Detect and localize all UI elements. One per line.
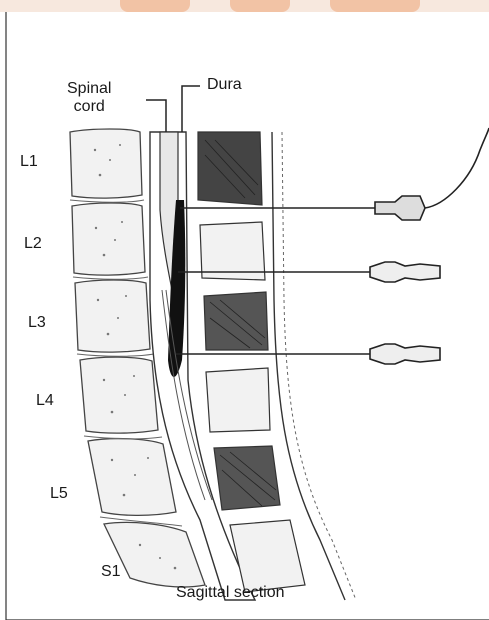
- vertebra-label-l5: L5: [50, 485, 68, 503]
- vertebra-body-l3: [75, 280, 150, 352]
- dura-label: Dura: [207, 76, 242, 94]
- spinal-cord-label: Spinal cord: [67, 80, 111, 116]
- caption: Sagittal section: [176, 584, 285, 602]
- vertebra-body-l5: [88, 439, 176, 516]
- spinal-cord-label-line1: Spinal: [67, 80, 111, 98]
- spinal-cord-leader: [146, 100, 166, 132]
- vertebra-label-l1: L1: [20, 153, 38, 171]
- vertebra-label-l4: L4: [36, 392, 54, 410]
- spinal-cord-label-line2: cord: [67, 98, 111, 116]
- dura-leader: [182, 86, 200, 132]
- vertebra-label-s1: S1: [101, 563, 121, 581]
- spinous-l5: [214, 446, 280, 510]
- vertebra-label-l2: L2: [24, 235, 42, 253]
- vertebra-label-l3: L3: [28, 314, 46, 332]
- vertebra-body-l1: [70, 129, 142, 198]
- vertebra-body-l4: [80, 357, 158, 433]
- spinous-l4: [206, 368, 270, 432]
- vertebra-body-l2: [72, 203, 145, 275]
